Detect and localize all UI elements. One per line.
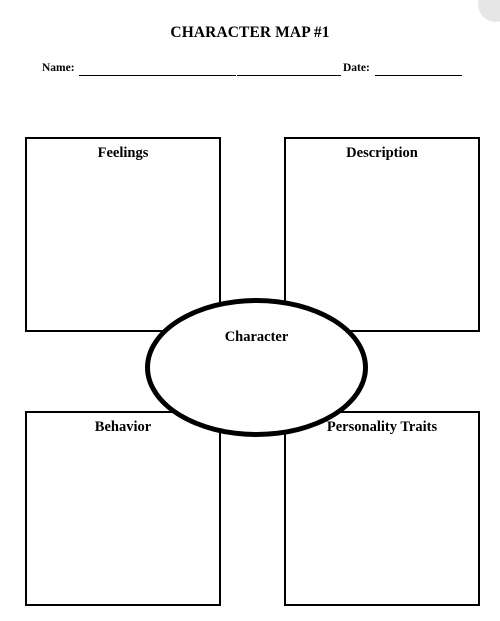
personality-traits-box: Personality Traits [284, 411, 480, 606]
feelings-label: Feelings [97, 145, 149, 161]
description-label: Description [346, 145, 418, 161]
character-ellipse: Character [145, 298, 368, 437]
description-box: Description [284, 137, 480, 332]
behavior-box: Behavior [25, 411, 221, 606]
character-label: Character [224, 329, 289, 345]
behavior-label: Behavior [94, 419, 152, 435]
worksheet-title: CHARACTER MAP #1 [170, 24, 330, 41]
name-blank-line [79, 75, 236, 76]
corner-decoration [478, 0, 500, 22]
header-fields: Name: Date: [0, 62, 500, 82]
name-blank-line-extension [237, 75, 341, 76]
date-blank-line [375, 75, 462, 76]
feelings-box: Feelings [25, 137, 221, 332]
name-label: Name: [42, 62, 75, 74]
date-label: Date: [343, 62, 370, 74]
personality-traits-label: Personality Traits [326, 419, 438, 435]
